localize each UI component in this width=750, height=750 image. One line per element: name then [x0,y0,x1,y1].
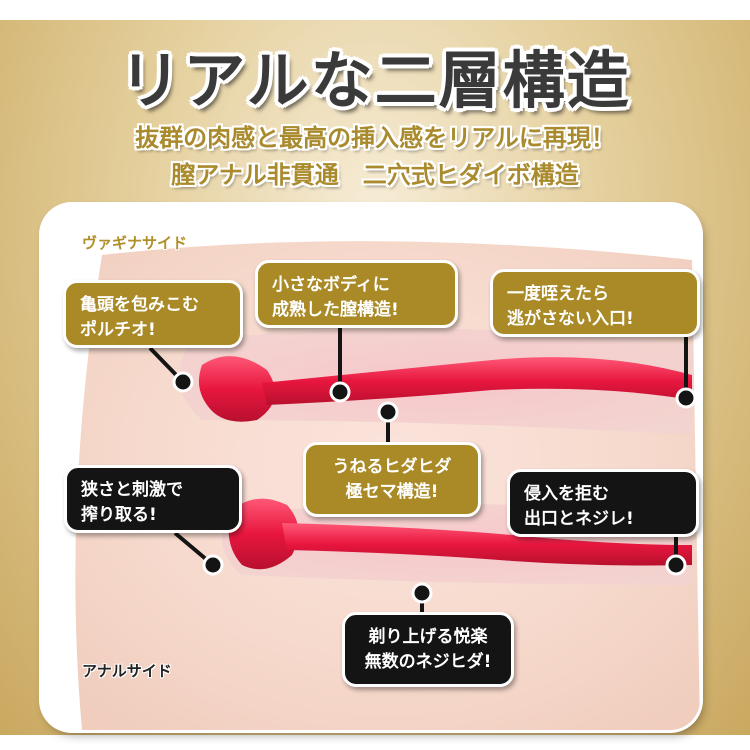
top-margin [0,0,750,20]
callout-entrance: 一度咥えたら 逃がさない入口! [490,269,700,337]
callout-line: 無数のネジヒダ! [364,652,492,672]
callout-line: 侵入を拒む [524,484,609,504]
callout-line: 極セマ構造! [345,482,439,502]
subtitle-line-1: 抜群の肉感と最高の挿入感をリアルに再現！ [135,124,615,152]
anal-side-label: アナルサイド [82,662,172,680]
callout-line: 小さなボディに [272,275,390,295]
vagina-side-label: ヴァギナサイド [82,234,188,252]
callout-line: ポルチオ! [80,320,156,340]
callout-line: 逃がさない入口! [507,309,634,329]
callout-wavy-folds: うねるヒダヒダ 極セマ構造! [303,442,481,517]
callout-line: うねるヒダヒダ [332,457,452,477]
callout-line: 一度咥えたら [507,284,609,304]
callout-line: 出口とネジレ! [524,509,634,529]
page-title: リアルな二層構造 [119,44,631,117]
callout-line: 剃り上げる悦楽 [368,627,488,647]
callout-mature-body: 小さなボディに 成熟した膣構造! [255,260,458,328]
callout-line: 搾り取る! [81,505,157,525]
bottom-margin [0,735,750,750]
callout-narrow: 狭さと刺激で 搾り取る! [64,465,242,533]
subtitle-line-2: 膣アナル非貫通 二穴式ヒダイボ構造 [171,161,579,189]
callout-glans: 亀頭を包みこむ ポルチオ! [63,280,243,348]
callout-line: 亀頭を包みこむ [80,295,199,315]
callout-line: 狭さと刺激で [81,480,183,500]
callout-exit-twist: 侵入を拒む 出口とネジレ! [507,469,699,537]
callout-pleasure: 剃り上げる悦楽 無数のネジヒダ! [342,612,514,687]
callout-line: 成熟した膣構造! [272,300,399,320]
